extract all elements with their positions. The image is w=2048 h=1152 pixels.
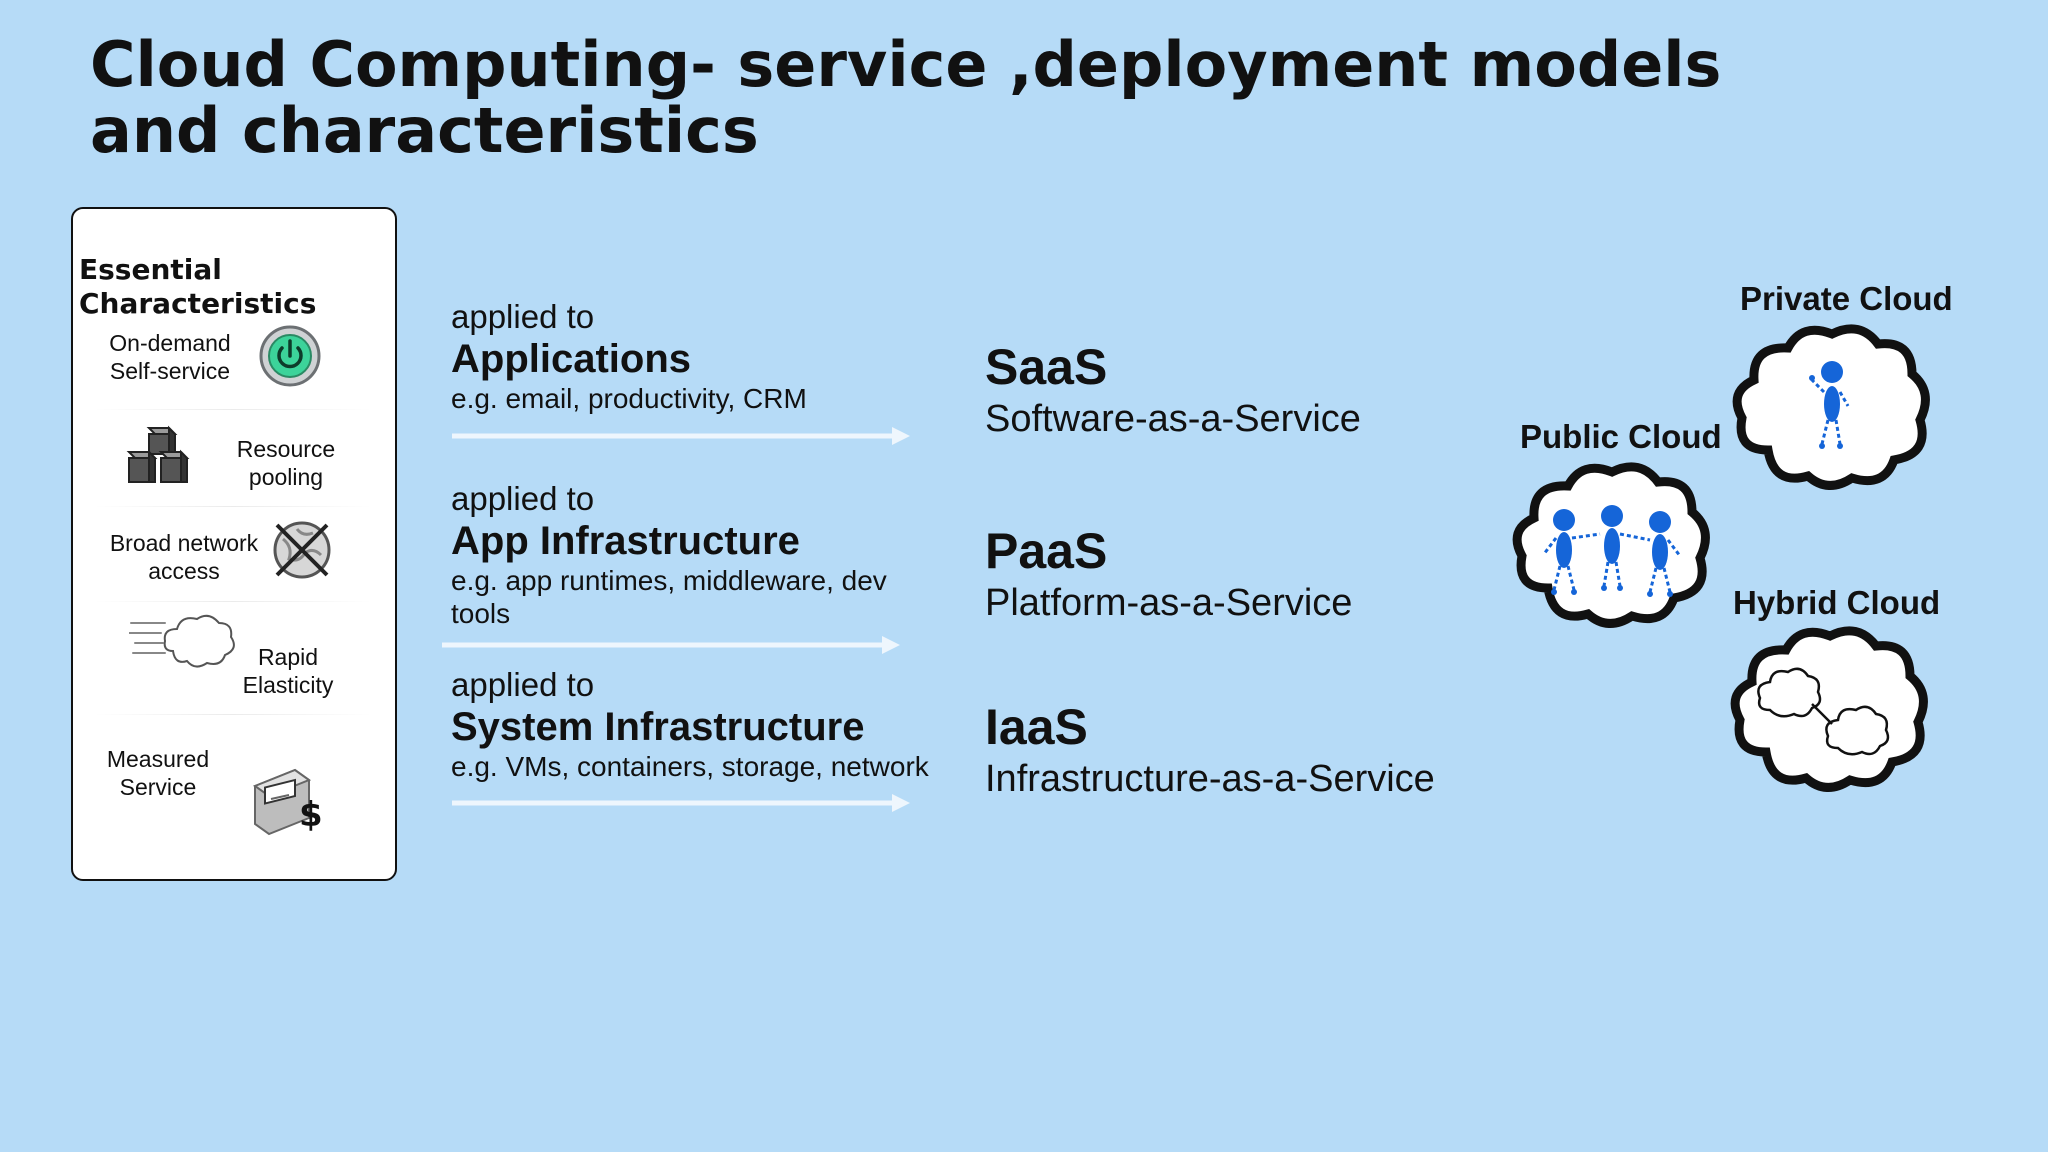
speeding-cloud-icon: [129, 609, 239, 676]
characteristic-label: Broad network access: [109, 529, 259, 585]
page-title: Cloud Computing- service ,deployment mod…: [90, 32, 1790, 164]
hybrid-cloud-label: Hybrid Cloud: [1733, 584, 1940, 622]
globe-icon: [269, 517, 335, 588]
service-target-name: App Infrastructure: [451, 518, 931, 564]
private-cloud-label: Private Cloud: [1740, 280, 1953, 318]
service-example: e.g. VMs, containers, storage, network: [451, 750, 929, 783]
service-row-iaas-source: applied to System Infrastructure e.g. VM…: [451, 666, 929, 783]
arrow-right-icon: [452, 793, 912, 813]
applied-to-label: applied to: [451, 480, 931, 518]
characteristics-heading: Essential Characteristics: [79, 253, 319, 321]
meter-icon: $: [247, 762, 325, 841]
service-abbreviation: PaaS: [985, 522, 1352, 580]
service-model-saas: SaaS Software-as-a-Service: [985, 338, 1361, 442]
characteristic-label: Measured Service: [98, 745, 218, 801]
characteristics-panel: Essential Characteristics On-demand Self…: [71, 207, 397, 881]
characteristic-label: On-demand Self-service: [95, 329, 245, 385]
arrow-right-icon: [452, 426, 912, 446]
private-cloud-icon: [1728, 322, 1934, 492]
service-full-name: Platform-as-a-Service: [985, 580, 1352, 626]
service-abbreviation: IaaS: [985, 698, 1435, 756]
power-icon: [258, 324, 322, 393]
divider: [93, 601, 373, 602]
service-row-saas-source: applied to Applications e.g. email, prod…: [451, 298, 807, 415]
arrow-right-icon: [442, 635, 902, 655]
service-example: e.g. app runtimes, middleware, dev tools: [451, 564, 931, 630]
svg-text:$: $: [299, 795, 323, 835]
characteristic-label: Rapid Elasticity: [233, 643, 343, 699]
applied-to-label: applied to: [451, 666, 929, 704]
cubes-icon: [125, 424, 199, 493]
public-cloud-icon: [1508, 460, 1714, 630]
service-example: e.g. email, productivity, CRM: [451, 382, 807, 415]
service-target-name: Applications: [451, 336, 807, 382]
service-target-name: System Infrastructure: [451, 704, 929, 750]
service-row-paas-source: applied to App Infrastructure e.g. app r…: [451, 480, 931, 630]
characteristic-label: Resource pooling: [221, 435, 351, 491]
divider: [93, 409, 373, 410]
hybrid-cloud-icon: [1726, 624, 1932, 794]
service-full-name: Infrastructure-as-a-Service: [985, 756, 1435, 802]
divider: [93, 714, 373, 715]
service-model-paas: PaaS Platform-as-a-Service: [985, 522, 1352, 626]
divider: [93, 506, 373, 507]
service-model-iaas: IaaS Infrastructure-as-a-Service: [985, 698, 1435, 802]
service-abbreviation: SaaS: [985, 338, 1361, 396]
applied-to-label: applied to: [451, 298, 807, 336]
service-full-name: Software-as-a-Service: [985, 396, 1361, 442]
public-cloud-label: Public Cloud: [1520, 418, 1722, 456]
